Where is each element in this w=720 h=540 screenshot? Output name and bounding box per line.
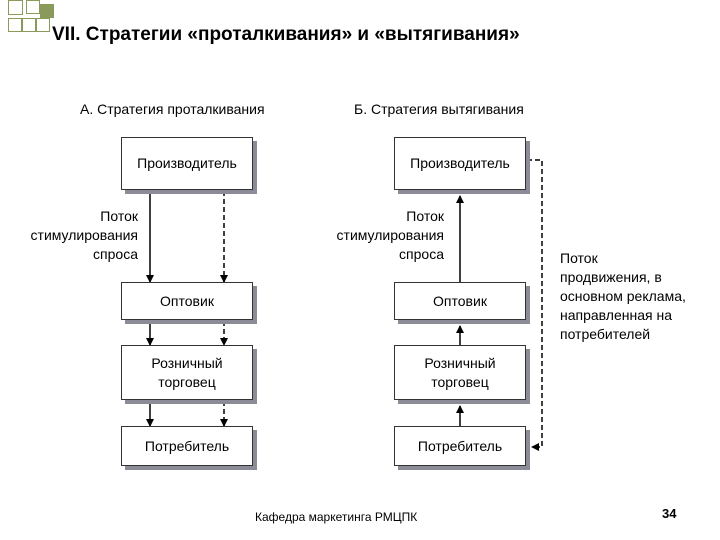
- decor-square: [22, 18, 36, 32]
- push-flow-label: Поток стимулирования спроса: [30, 208, 138, 262]
- decor-square: [8, 0, 23, 15]
- pull-wholesaler-box: Оптовик: [394, 282, 526, 320]
- push-producer-box: Производитель: [121, 137, 253, 190]
- decor-square: [40, 4, 54, 18]
- decor-square: [8, 18, 22, 32]
- pull-retailer-box: Розничный торговец: [394, 345, 526, 400]
- slide-title: VII. Стратегии «проталкивания» и «вытяги…: [52, 24, 520, 45]
- decor-square: [26, 0, 40, 14]
- push-heading: А. Стратегия проталкивания: [80, 101, 265, 117]
- push-consumer-box: Потребитель: [121, 426, 253, 466]
- page-number: 34: [662, 506, 677, 521]
- pull-heading: Б. Стратегия вытягивания: [354, 101, 524, 117]
- pull-producer-box: Производитель: [394, 137, 526, 190]
- push-retailer-box: Розничный торговец: [121, 345, 253, 400]
- footer-text: Кафедра маркетинга РМЦПК: [255, 510, 418, 524]
- pull-consumer-box: Потребитель: [394, 426, 526, 466]
- decor-square: [36, 18, 50, 32]
- pull-flow-label: Поток стимулирования спроса: [336, 208, 444, 262]
- pull-promo-arrow: [527, 159, 543, 451]
- pull-promotion-label: Поток продвижения, в основном реклама, н…: [560, 250, 686, 342]
- push-wholesaler-box: Оптовик: [121, 282, 253, 320]
